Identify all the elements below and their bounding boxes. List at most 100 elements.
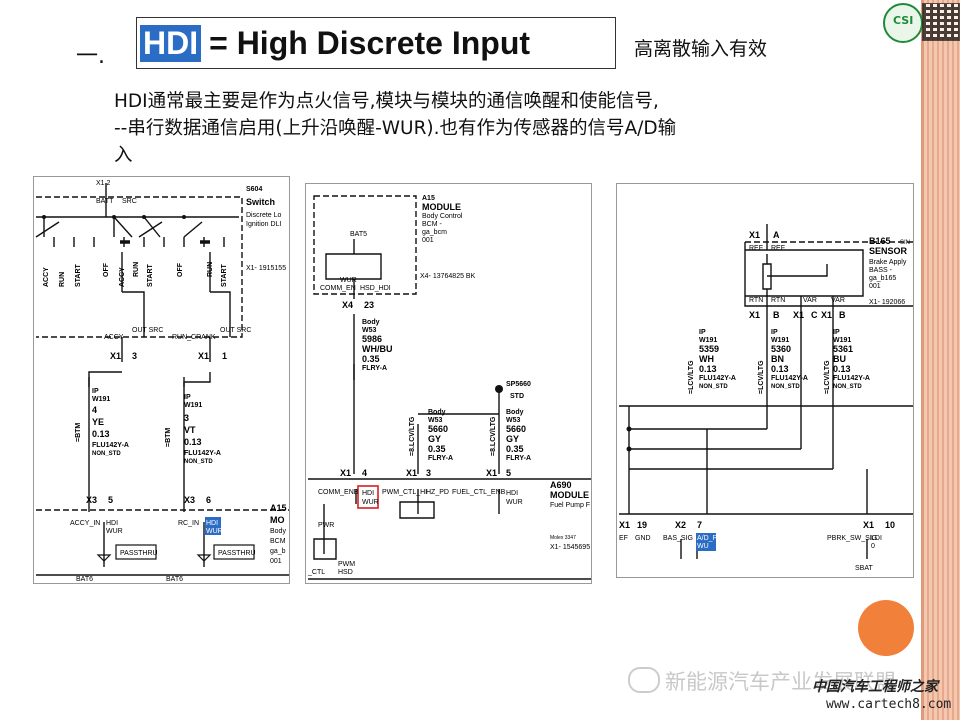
connector-label: X1: [486, 468, 497, 478]
wire-label: IP: [771, 329, 778, 336]
wire-circuit: 5660: [506, 424, 526, 434]
wire-circuit: 3: [184, 413, 189, 423]
slide-subtitle: 高离散输入有效: [634, 38, 768, 60]
wire-size: 0.13: [92, 429, 110, 439]
switch-position: RUN: [207, 262, 214, 277]
signal-type: HDI: [362, 490, 374, 497]
pin-number: B: [773, 310, 780, 320]
title-highlight: HDI: [140, 24, 202, 62]
wire-note: NON_STD: [184, 459, 213, 465]
wire-size: 0.35: [362, 354, 380, 364]
switch-position: RUN: [59, 272, 66, 287]
signal-type: HDI: [106, 520, 118, 527]
component-desc: 001: [422, 237, 434, 244]
pin-number: 4: [362, 468, 367, 478]
signal-type-highlighted: WU: [697, 543, 709, 550]
signal-type-highlighted: A/D_PD: [697, 535, 722, 542]
power-label: BAT5: [350, 231, 367, 238]
connector-label: X1: [749, 230, 760, 240]
harness-label: =LCV/LTG: [824, 360, 831, 394]
wire-circuit: 4: [92, 405, 97, 415]
harness-label: =BTM: [165, 428, 172, 447]
paragraph-line: HDI通常最主要是作为点火信号,模块与模块的通信唤醒和使能信号,: [114, 91, 659, 112]
ad-highlight: [696, 533, 716, 551]
wire-note: NON_STD: [92, 451, 121, 457]
component-id: A15: [422, 195, 435, 202]
signal-label: _CTL: [307, 569, 325, 576]
pin-label: REF: [771, 245, 785, 252]
pin-number: 23: [364, 300, 374, 310]
signal-type: WUR: [362, 499, 379, 506]
wire-type: FLRY-A: [362, 365, 387, 372]
component-desc: BCM: [270, 538, 286, 545]
brand-url: www.cartech8.com: [826, 697, 952, 712]
wire-color: WH/BU: [362, 344, 393, 354]
pin-label: OUT SRC: [220, 327, 251, 334]
pin-number: 10: [885, 520, 895, 530]
signal-label: HSD_HDI: [360, 285, 391, 292]
wire-label: W53: [506, 417, 521, 424]
component-id: B165: [869, 236, 891, 246]
signal-type: HDI: [506, 490, 518, 497]
pin-number: A: [773, 230, 780, 240]
pin-label: SRC: [122, 198, 137, 205]
wire-color: GY: [428, 434, 441, 444]
component-desc: ga_b165: [869, 275, 896, 282]
paragraph-line: 入: [114, 145, 133, 166]
wire-label: IP: [833, 329, 840, 336]
wire-type: FLU142Y-A: [771, 375, 808, 382]
wire-note: NON_STD: [771, 384, 800, 390]
wechat-icon: [628, 667, 660, 693]
power-label: BAT6: [166, 576, 183, 583]
signal-label: PBRK_SW_SIG: [827, 535, 877, 542]
wire-circuit: 5360: [771, 344, 791, 354]
component-desc: Ignition DLI: [246, 221, 281, 228]
power-label: BAT6: [76, 576, 93, 583]
edge-stripe: [924, 0, 960, 720]
wire-circuit: 5986: [362, 334, 382, 344]
part-number: X1- 1545695: [550, 544, 590, 551]
splice-std: STD: [510, 393, 524, 400]
pin-number: B: [839, 310, 846, 320]
wire-color: YE: [92, 417, 104, 427]
passthru-label: PASSTHRU: [120, 550, 158, 557]
society-logo: CSI: [883, 3, 923, 43]
wire-label: W53: [428, 417, 443, 424]
splice-node: [495, 385, 503, 393]
switch-position: START: [221, 263, 228, 287]
pin-label: VAR: [831, 297, 845, 304]
component-label: MO: [270, 515, 285, 525]
wire-type: FLU142Y-A: [833, 375, 870, 382]
signal-label: PWM_CTL_HI: [382, 489, 427, 496]
switch-position: OFF: [103, 262, 110, 277]
wire-color: VT: [184, 425, 196, 435]
signal-type: LDI: [871, 535, 882, 542]
signal-label: FUEL_CTL_ENB: [452, 489, 506, 496]
connector-label: X1: [749, 310, 760, 320]
connector-label: X1: [619, 520, 630, 530]
pin-label: OUT SRC: [132, 327, 163, 334]
wire-label: IP: [184, 394, 191, 401]
wire-circuit: 5361: [833, 344, 853, 354]
pin-label: BATT: [96, 198, 114, 205]
wire-label: Body: [428, 409, 446, 416]
signal-label: PWM: [338, 561, 355, 568]
wire-circuit: 5660: [428, 424, 448, 434]
connector-label: X1 2: [96, 180, 111, 187]
wiring-diagram-bcm-fuelpump: A15 MODULE Body Control BCM - ga_bcm 001…: [305, 183, 592, 584]
wire-color: BN: [771, 354, 784, 364]
component-id-suffix: SIN: [900, 240, 910, 246]
wire-color: BU: [833, 354, 846, 364]
wire-type: FLRY-A: [428, 455, 453, 462]
brand-watermark: 中国汽车工程师之家: [812, 679, 938, 695]
signal-label: COMM_ENB: [318, 489, 359, 496]
wiring-diagram-brake-sensor: X1 A B165 SENSOR SIN Brake Apply BASS - …: [616, 183, 914, 578]
harness-label: =8.LCV/LTG: [409, 416, 416, 456]
component-desc: 001: [869, 283, 881, 290]
component-desc: BCM -: [422, 221, 443, 228]
wire-label: W191: [771, 337, 789, 344]
connector-label: X3: [184, 495, 195, 505]
component-desc: Fuel Pump F: [550, 502, 590, 509]
switch-position: START: [75, 263, 82, 287]
connector-label: X2: [675, 520, 686, 530]
